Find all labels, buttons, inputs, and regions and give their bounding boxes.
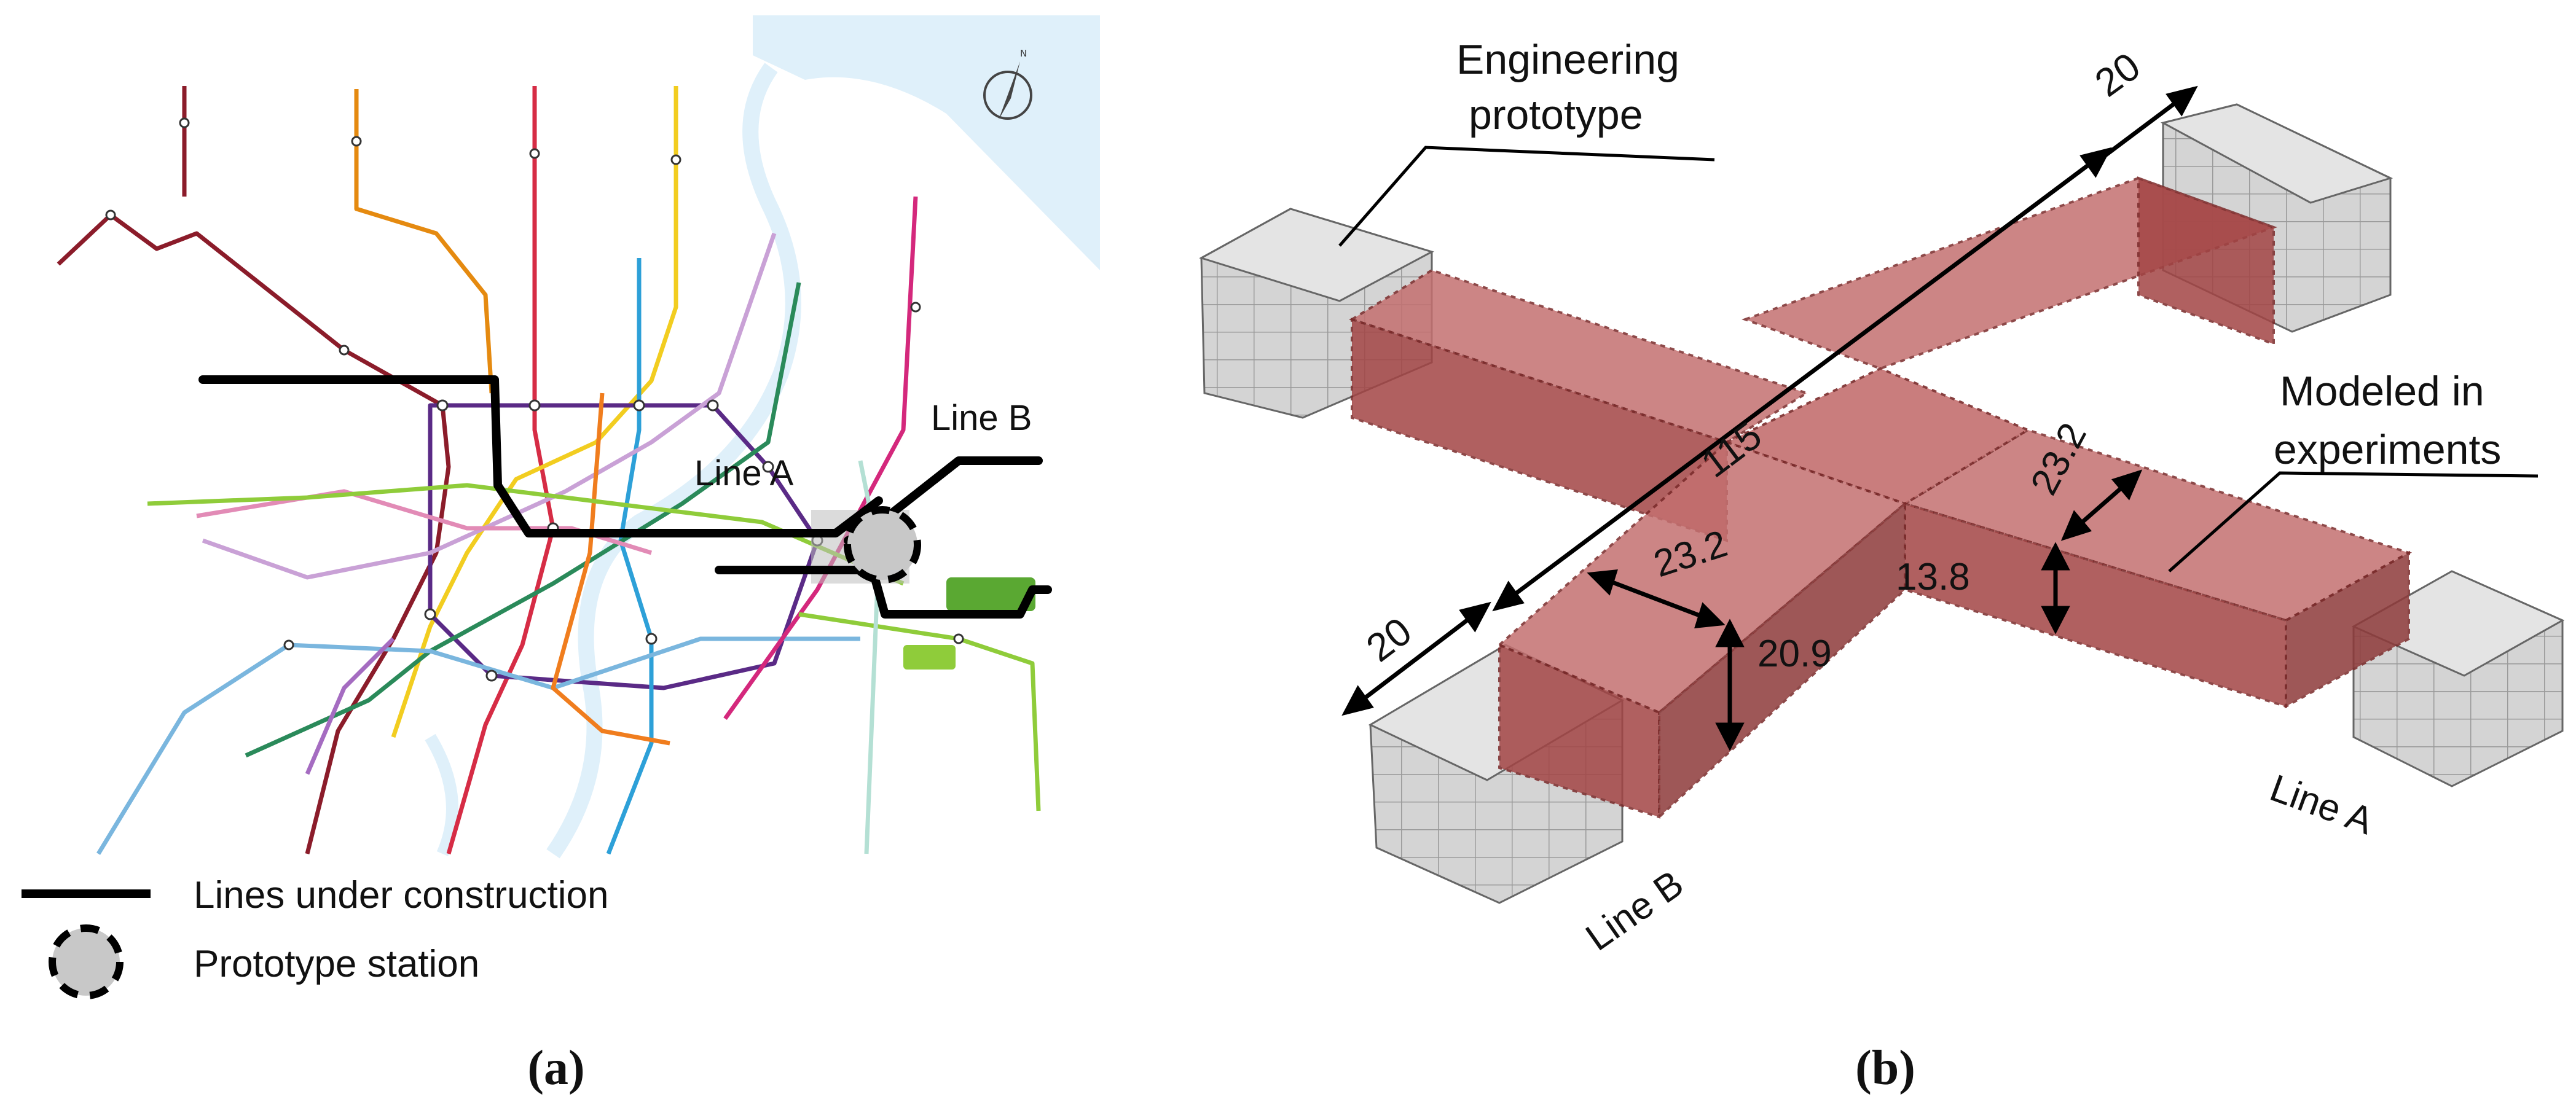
water-area [753, 15, 1100, 270]
station [910, 302, 921, 313]
label-engineering-2: prototype [1469, 92, 1643, 138]
metro-line-9 [96, 636, 860, 855]
label-line-b: Line B [1578, 862, 1691, 959]
station [485, 670, 498, 682]
caption-b: (b) [1855, 1041, 1915, 1095]
station [953, 633, 964, 644]
station [351, 136, 362, 147]
dimension-arrows [1341, 85, 2198, 751]
panel-a: N Line B Line A Lines under construction… [22, 15, 1100, 1095]
station [645, 633, 658, 645]
metro-line-12 [245, 282, 801, 758]
label-modeled-2: experiments [2274, 426, 2501, 473]
model-arm-left-top [1349, 268, 1810, 444]
station [424, 608, 436, 620]
label-line-a: Line A [2264, 767, 2379, 843]
legend-label-prototype: Prototype station [194, 943, 479, 985]
metro-line-5 [305, 637, 395, 775]
dim-left-20 [1343, 603, 1490, 715]
dim-length-115 [1494, 148, 2110, 611]
caption-a: (a) [527, 1041, 584, 1095]
station [528, 399, 541, 412]
map-label-line-a: Line A [694, 453, 794, 493]
metro-line-11 [57, 213, 451, 854]
label-modeled-1: Modeled in [2280, 368, 2484, 415]
station [762, 461, 774, 473]
model-arm-right-end [2285, 550, 2410, 709]
dim-label-20-9: 20.9 [1757, 633, 1832, 675]
metro-line-4 [428, 403, 820, 690]
station [436, 399, 449, 412]
label-engineering-1: Engineering [1456, 36, 1679, 83]
modeled-region [1349, 176, 2413, 820]
north-mark: N [1020, 48, 1027, 59]
dim-label-13-8: 13.8 [1896, 556, 1970, 598]
prototype-station-marker [844, 506, 921, 584]
river-2 [425, 733, 458, 857]
station [670, 154, 681, 165]
legend-label-construction: Lines under construction [194, 874, 609, 916]
station [707, 399, 719, 412]
model-center-top [1723, 367, 2031, 506]
station [283, 639, 294, 650]
station [633, 399, 645, 412]
metro-line-3 [391, 86, 678, 738]
legend-swatch-prototype [49, 924, 124, 999]
model-arm-front-right [1658, 501, 1906, 820]
station [529, 148, 540, 159]
north-arrow-icon: N [983, 48, 1032, 120]
station [179, 117, 190, 128]
model-arm-back-side [2137, 176, 2275, 346]
metro-line-16 [798, 612, 1041, 811]
construction-line-b [715, 566, 1052, 619]
legend: Lines under construction Prototype stati… [22, 874, 609, 999]
station [105, 209, 116, 221]
river [546, 63, 801, 859]
station [339, 345, 350, 356]
panel-b: Engineering prototype Modeled in experim… [1199, 36, 2565, 1095]
metro-line-1 [446, 86, 556, 854]
metro-lines [57, 86, 1041, 855]
dim-label-top-20: 20 [2087, 44, 2148, 105]
metro-line-2 [354, 89, 494, 394]
leader-engineering [1338, 146, 1715, 247]
info-tag [946, 577, 1035, 611]
metro-line-10 [202, 232, 777, 580]
leader-lines [1338, 146, 2539, 572]
leader-modeled [2168, 471, 2539, 572]
construction-line-a [198, 375, 883, 537]
map-label-line-b: Line B [931, 398, 1032, 438]
info-tag-2 [903, 645, 956, 670]
